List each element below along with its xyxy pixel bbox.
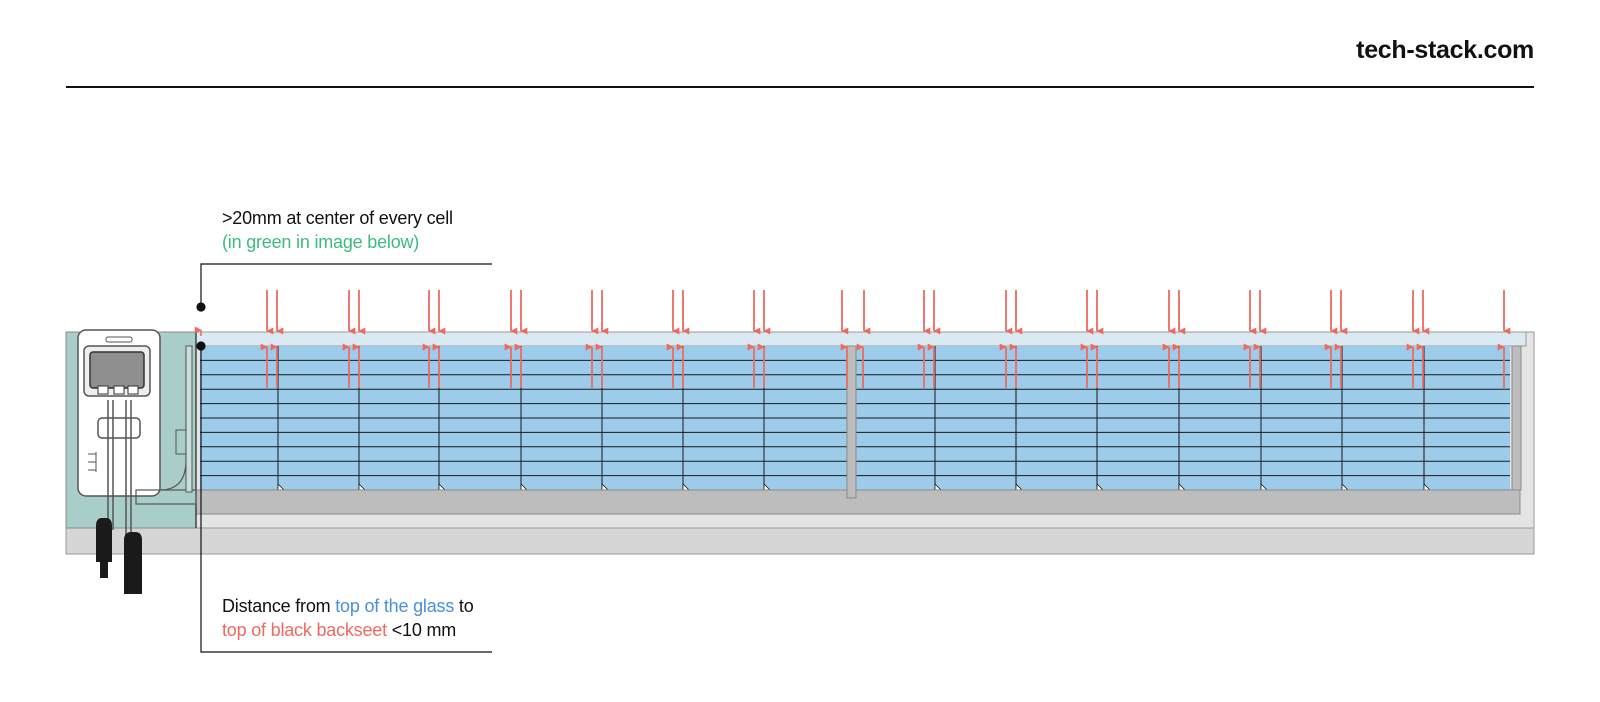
annotation-cell-gap: >20mm at center of every cell (in green … — [222, 206, 453, 254]
annotation-leader-bottom — [196, 341, 492, 653]
annotation-leader-top — [196, 263, 492, 312]
annotation-distance-text-3: <10 mm — [386, 620, 457, 640]
annotation-cell-gap-line1: >20mm at center of every cell — [222, 208, 453, 228]
mc4-connector-icon — [96, 518, 142, 594]
arrows-group — [260, 290, 1511, 388]
panel-base-rail — [65, 527, 1535, 555]
site-brand: tech-stack.com — [1356, 36, 1534, 64]
annotation-distance-text-2: to — [454, 596, 474, 616]
center-divider — [846, 345, 857, 499]
backsheet — [195, 489, 1521, 515]
junction-box-icon — [77, 329, 197, 540]
right-frame — [1511, 345, 1522, 491]
glass-layer — [195, 331, 1527, 347]
annotation-glass-distance: Distance from top of the glass to top of… — [222, 594, 474, 642]
header-divider — [66, 86, 1534, 88]
annotation-distance-text-1: Distance from — [222, 596, 336, 616]
annotation-distance-backsheet: top of black backseet — [222, 620, 387, 640]
annotation-cell-gap-line2: (in green in image below) — [222, 232, 420, 252]
annotation-distance-glass: top of the glass — [335, 596, 455, 616]
